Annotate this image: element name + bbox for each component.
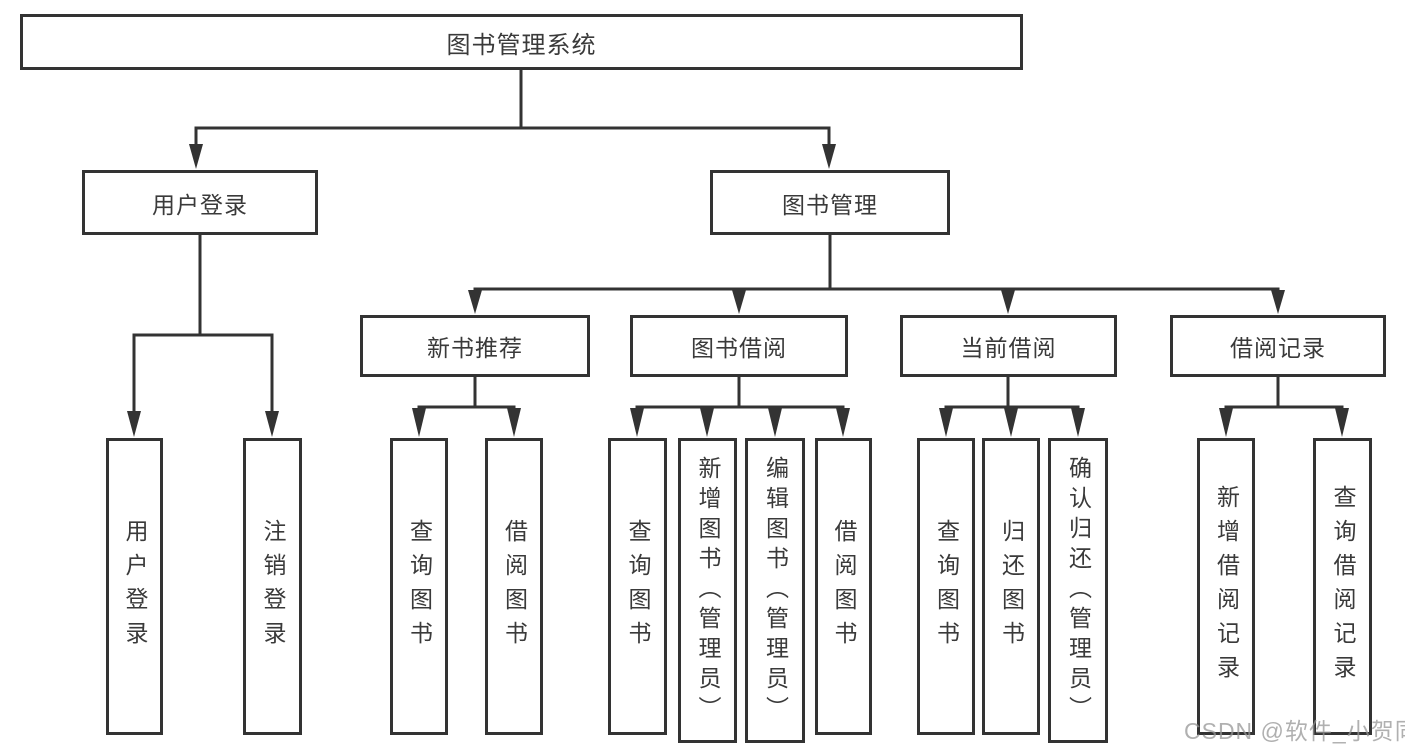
leaf-bb-add-books-admin-label: 新增图书（管理员） (695, 455, 721, 726)
watermark-text: CSDN @软件_小贺同学 (1184, 718, 1405, 744)
leaf-bb-edit-books-admin: 编辑图书（管理员） (745, 438, 805, 743)
node-user-login-label: 用户登录 (152, 191, 248, 218)
leaf-rec-query-books-label: 查询图书 (406, 518, 433, 655)
leaf-cb-query-books-label: 查询图书 (933, 518, 960, 655)
leaf-user-login-label: 用户登录 (122, 518, 148, 655)
node-borrow-records-label: 借阅记录 (1230, 335, 1326, 361)
connector-book-borrow (630, 377, 850, 437)
connector-book-mgmt (468, 235, 1285, 314)
node-root-label: 图书管理系统 (446, 31, 597, 59)
leaf-br-add-record: 新增借阅记录 (1197, 438, 1255, 735)
connector-root (189, 70, 836, 169)
connector-user-login (127, 235, 279, 437)
leaf-cb-confirm-return-admin: 确认归还（管理员） (1048, 438, 1108, 743)
connector-new-book-rec (412, 377, 521, 437)
node-root: 图书管理系统 (20, 14, 1023, 70)
leaf-rec-borrow-books-label: 借阅图书 (501, 518, 528, 655)
node-borrow-records: 借阅记录 (1170, 315, 1386, 377)
node-new-book-rec: 新书推荐 (360, 315, 590, 377)
leaf-br-add-record-label: 新增借阅记录 (1213, 484, 1240, 689)
leaf-user-login: 用户登录 (106, 438, 163, 735)
node-book-borrow: 图书借阅 (630, 315, 848, 377)
leaf-bb-borrow-books-label: 借阅图书 (831, 518, 857, 655)
connector-current-borrow (939, 377, 1085, 437)
node-book-mgmt-label: 图书管理 (782, 191, 878, 218)
leaf-bb-add-books-admin: 新增图书（管理员） (678, 438, 737, 743)
leaf-bb-edit-books-admin-label: 编辑图书（管理员） (762, 455, 789, 726)
node-new-book-rec-label: 新书推荐 (427, 335, 523, 361)
leaf-cb-return-books: 归还图书 (982, 438, 1040, 735)
leaf-logout-label: 注销登录 (260, 518, 286, 655)
leaf-br-query-record: 查询借阅记录 (1313, 438, 1372, 735)
leaf-cb-query-books: 查询图书 (917, 438, 975, 735)
leaf-cb-confirm-return-admin-label: 确认归还（管理员） (1065, 455, 1092, 726)
node-book-mgmt: 图书管理 (710, 170, 950, 235)
leaf-logout: 注销登录 (243, 438, 302, 735)
leaf-cb-return-books-label: 归还图书 (998, 518, 1025, 655)
leaf-br-query-record-label: 查询借阅记录 (1330, 484, 1356, 689)
leaf-rec-borrow-books: 借阅图书 (485, 438, 543, 735)
leaf-bb-query-books-label: 查询图书 (625, 518, 651, 655)
connector-borrow-records (1219, 377, 1349, 437)
node-current-borrow: 当前借阅 (900, 315, 1117, 377)
node-user-login: 用户登录 (82, 170, 318, 235)
node-current-borrow-label: 当前借阅 (960, 335, 1057, 361)
leaf-bb-borrow-books: 借阅图书 (815, 438, 872, 735)
leaf-bb-query-books: 查询图书 (608, 438, 667, 735)
node-book-borrow-label: 图书借阅 (691, 335, 787, 361)
leaf-rec-query-books: 查询图书 (390, 438, 448, 735)
